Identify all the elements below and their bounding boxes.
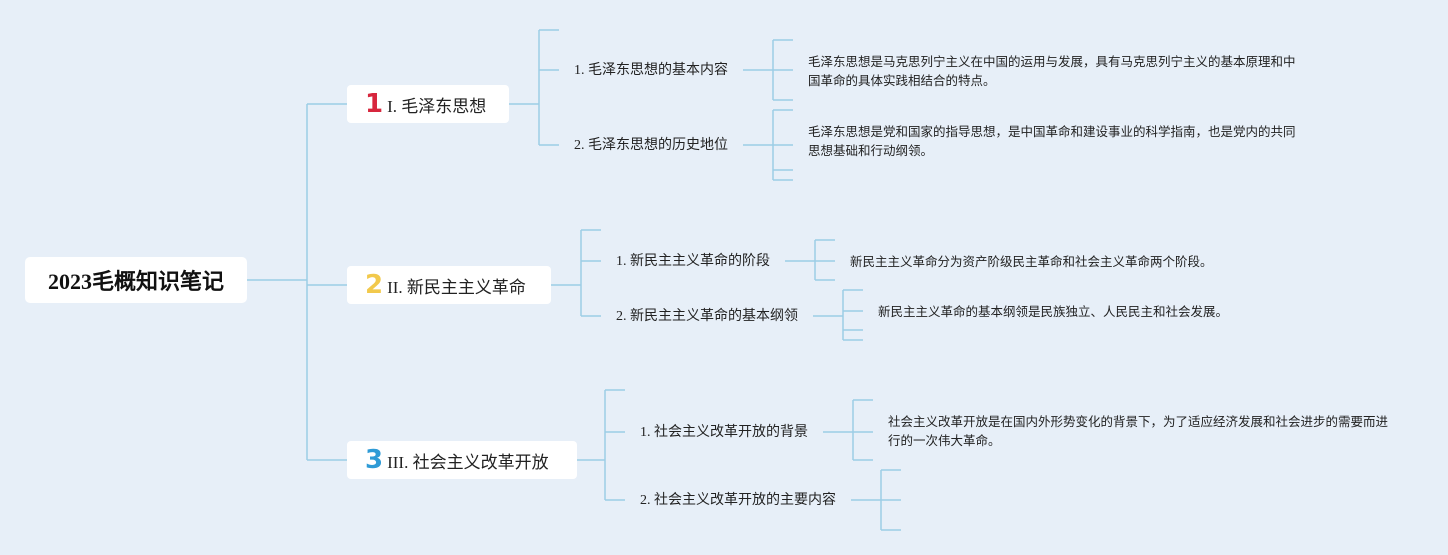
branch-label-3: III. 社会主义改革开放 <box>387 452 549 472</box>
sub-topic-2-2[interactable]: 2. 新民主主义革命的基本纲领 <box>616 309 798 324</box>
number-badge-3: 3 <box>365 445 384 475</box>
branch-node-2[interactable]: 2 II. 新民主主义革命 <box>347 266 551 304</box>
sub-topic-3-2[interactable]: 2. 社会主义改革开放的主要内容 <box>640 493 836 508</box>
sub-topic-1-1[interactable]: 1. 毛泽东思想的基本内容 <box>574 63 728 78</box>
root-node[interactable]: 2023毛概知识笔记 <box>25 257 247 303</box>
sub-topic-3-1[interactable]: 1. 社会主义改革开放的背景 <box>640 425 808 440</box>
branch-node-3[interactable]: 3 III. 社会主义改革开放 <box>347 441 577 479</box>
detail-text-3-1: 社会主义改革开放是在国内外形势变化的背景下，为了适应经济发展和社会进步的需要而进… <box>888 414 1389 448</box>
detail-text-1-1: 毛泽东思想是马克思列宁主义在中国的运用与发展，具有马克思列宁主义的基本原理和中国… <box>808 54 1296 88</box>
number-badge-1: 1 <box>365 89 384 119</box>
branch-label-1: I. 毛泽东思想 <box>387 96 487 116</box>
detail-text-1-2: 毛泽东思想是党和国家的指导思想，是中国革命和建设事业的科学指南，也是党内的共同思… <box>808 124 1296 158</box>
number-badge-2: 2 <box>365 270 384 300</box>
sub-topic-2-1[interactable]: 1. 新民主主义革命的阶段 <box>616 254 770 269</box>
sub-topic-1-2[interactable]: 2. 毛泽东思想的历史地位 <box>574 138 728 153</box>
detail-text-2-2: 新民主主义革命的基本纲领是民族独立、人民民主和社会发展。 <box>878 304 1229 319</box>
branch-label-2: II. 新民主主义革命 <box>387 277 526 297</box>
branch-node-1[interactable]: 1 I. 毛泽东思想 <box>347 85 509 123</box>
detail-text-2-1: 新民主主义革命分为资产阶级民主革命和社会主义革命两个阶段。 <box>850 254 1213 269</box>
